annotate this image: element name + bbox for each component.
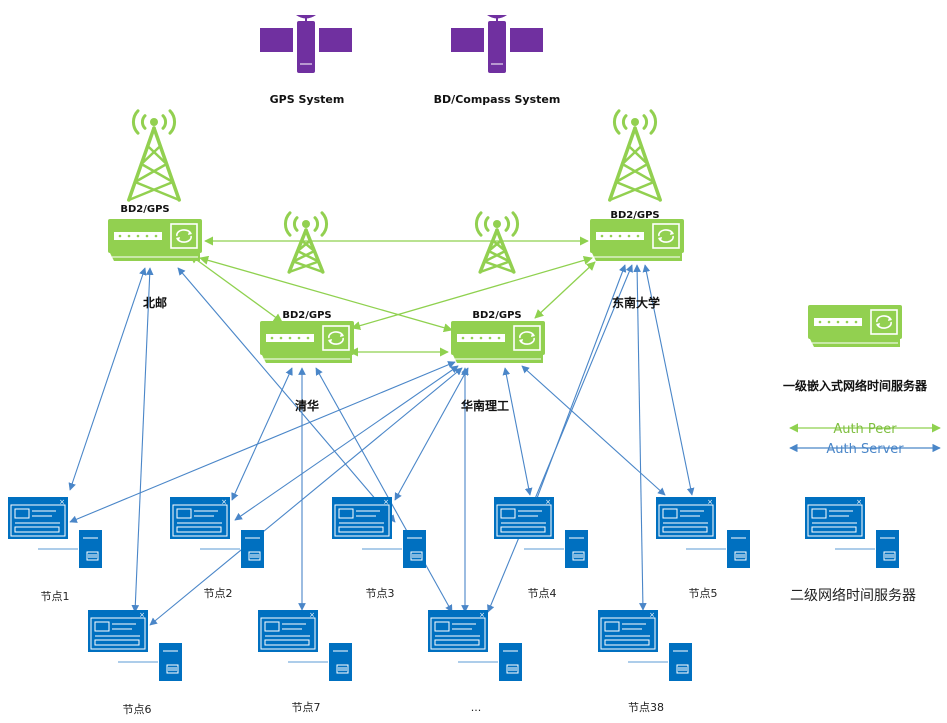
node-more-label: ... [471, 701, 482, 714]
node-3: × 节点3 [332, 497, 426, 600]
server-link [642, 264, 695, 496]
node-2-label: 节点2 [204, 587, 233, 600]
server-link [502, 367, 533, 496]
svg-text:×: × [309, 611, 315, 619]
server-links [68, 264, 695, 626]
antenna-tower-icon [608, 109, 662, 202]
dongnan-server-tag: BD2/GPS [610, 210, 659, 221]
node-4: × 节点4 [494, 497, 588, 600]
legend-server-label: Auth Server [826, 442, 904, 457]
node-5-label: 节点5 [689, 587, 718, 600]
node-more: ×... [428, 610, 522, 714]
node-6-label: 节点6 [123, 703, 152, 716]
svg-text:×: × [856, 498, 862, 506]
legend-primary-server-icon [808, 305, 902, 347]
node-1-label: 节点1 [41, 590, 70, 603]
legend-secondary-node-icon: × [805, 497, 899, 568]
svg-text:×: × [59, 498, 65, 506]
antenna-tower-icon [474, 211, 520, 274]
node-2: × 节点2 [170, 497, 264, 600]
huanan-server-label: 华南理工 [461, 398, 509, 413]
server-link [394, 367, 469, 501]
gps-satellite-label: GPS System [270, 93, 345, 106]
qinghua-server-label: 清华 [295, 398, 319, 413]
svg-text:×: × [649, 611, 655, 619]
node-5: × 节点5 [656, 497, 750, 600]
svg-text:×: × [479, 611, 485, 619]
gps-satellite: GPS System [260, 15, 352, 106]
svg-text:×: × [383, 498, 389, 506]
beiyou-server: BD2/GPS 北邮 [108, 204, 202, 310]
server-link [234, 365, 459, 521]
legend: 一级嵌入式网络时间服务器 Auth Peer Auth Server × 二级网… [783, 305, 941, 604]
server-link [633, 264, 647, 611]
server-link [526, 264, 627, 523]
legend-peer-label: Auth Peer [833, 422, 897, 437]
node-7-label: 节点7 [292, 701, 321, 714]
dongnan-server: BD2/GPS 东南大学 [590, 210, 684, 310]
legend-primary-label: 一级嵌入式网络时间服务器 [783, 378, 928, 393]
huanan-server-tag: BD2/GPS [472, 310, 521, 321]
svg-text:×: × [545, 498, 551, 506]
qinghua-server-tag: BD2/GPS [282, 310, 331, 321]
server-link [521, 365, 666, 496]
server-link [487, 264, 633, 613]
svg-text:×: × [139, 611, 145, 619]
legend-secondary-label: 二级网络时间服务器 [790, 588, 916, 604]
peer-link [534, 261, 596, 319]
node-7: × 节点7 [258, 610, 352, 714]
antenna-tower-icon [283, 211, 329, 274]
server-link [315, 367, 453, 613]
beiyou-server-label: 北邮 [143, 295, 167, 310]
node-3-label: 节点3 [366, 587, 395, 600]
qinghua-server: BD2/GPS 清华 [260, 310, 354, 413]
server-link [68, 267, 147, 491]
node-38-label: 节点38 [628, 701, 664, 714]
beiyou-server-tag: BD2/GPS [120, 204, 169, 215]
node-38: × 节点38 [598, 610, 692, 714]
dongnan-server-label: 东南大学 [612, 295, 660, 310]
node-1: × 节点1 [8, 497, 102, 603]
peer-link [189, 254, 283, 323]
svg-text:×: × [707, 498, 713, 506]
svg-text:×: × [221, 498, 227, 506]
bd-satellite-label: BD/Compass System [434, 93, 561, 106]
node-4-label: 节点4 [528, 587, 557, 600]
antenna-tower-icon [127, 109, 181, 202]
node-6: × 节点6 [88, 610, 182, 716]
huanan-server: BD2/GPS 华南理工 [451, 310, 545, 413]
server-link [131, 267, 154, 613]
bd-satellite: BD/Compass System [434, 15, 561, 106]
server-link [69, 361, 456, 523]
